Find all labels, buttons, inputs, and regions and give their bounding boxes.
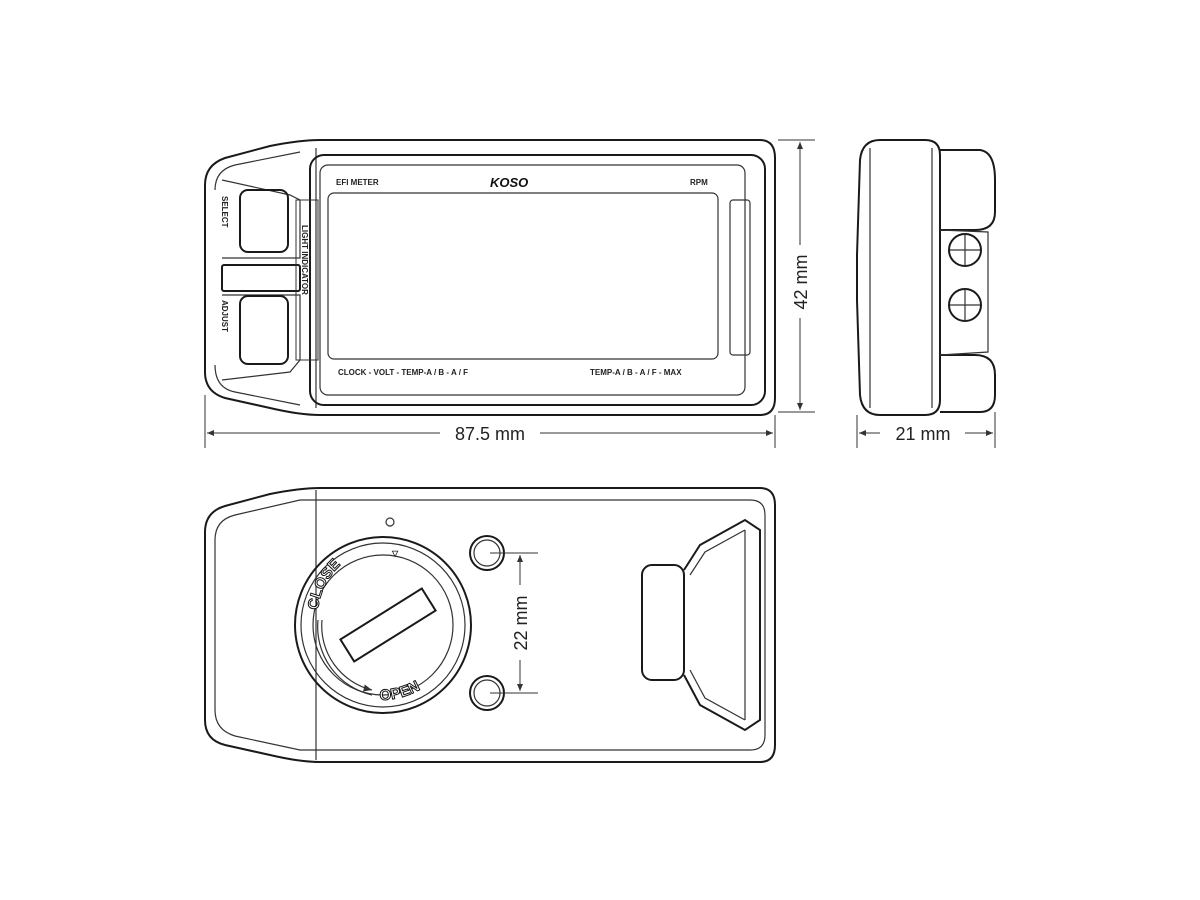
slider-bar	[221, 264, 301, 292]
front-body-outline	[204, 139, 776, 416]
rpm-label: RPM	[690, 178, 708, 187]
depth-dimension: 21 mm	[856, 412, 996, 448]
depth-dimension-label: 21 mm	[895, 424, 950, 444]
bottom-right-mode-label: TEMP-A / B - A / F - MAX	[590, 368, 682, 377]
close-triangle-icon: ▽	[391, 549, 399, 558]
hole-spacing-dimension: 22 mm	[490, 552, 538, 694]
bottom-left-mode-label: CLOCK - VOLT - TEMP-A / B - A / F	[338, 368, 468, 377]
koso-logo: KOSO	[490, 175, 528, 190]
width-dimension-label: 87.5 mm	[455, 424, 525, 444]
cable-outlet	[641, 564, 685, 681]
adjust-label: ADJUST	[220, 300, 229, 332]
lcd-display	[327, 192, 719, 360]
battery-cap[interactable]	[294, 536, 472, 714]
back-view: ▽ CLOSE OPEN	[204, 487, 776, 763]
indicator-dot	[385, 517, 395, 527]
right-tab	[729, 199, 751, 356]
bezel	[309, 154, 766, 406]
close-label: CLOSE	[305, 556, 344, 611]
efi-meter-label: EFI METER	[336, 178, 379, 187]
battery-cap-slot	[339, 587, 437, 663]
height-dimension-label: 42 mm	[791, 254, 811, 309]
adjust-button[interactable]	[239, 295, 289, 365]
front-view: EFI METER KOSO RPM CLOCK - VOLT - TEMP-A…	[204, 139, 776, 416]
side-view	[856, 139, 996, 416]
hole-spacing-label: 22 mm	[511, 595, 531, 650]
height-dimension: 42 mm	[778, 139, 815, 413]
select-label: SELECT	[220, 196, 229, 228]
indicator-label: LIGHT INDICATOR	[300, 225, 309, 295]
width-dimension: 87.5 mm	[204, 395, 776, 448]
select-button[interactable]	[239, 189, 289, 253]
